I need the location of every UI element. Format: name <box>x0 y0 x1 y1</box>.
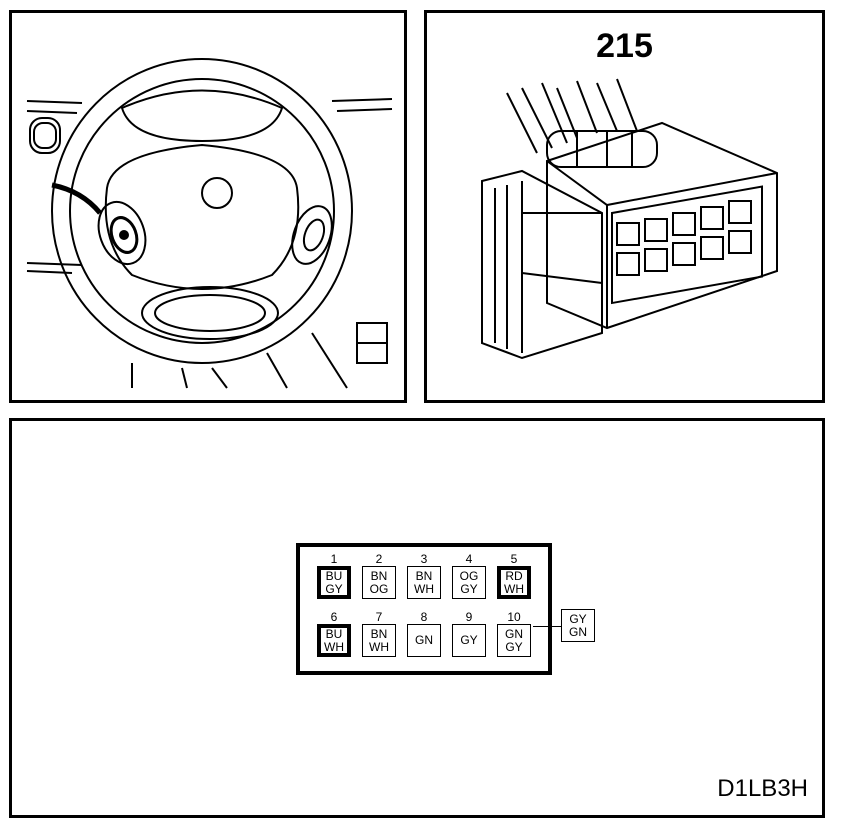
wire-color-1: BU <box>325 568 343 583</box>
wire-color-1: GN <box>415 633 433 647</box>
wire-color-2: WH <box>504 581 524 596</box>
wire-color-1: OG <box>459 568 479 583</box>
pin-number: 4 <box>465 552 473 566</box>
pin-9: 9 GY <box>449 611 489 657</box>
wire-color-1: BN <box>415 568 433 583</box>
steering-wheel-illustration <box>9 10 407 403</box>
wire-color-2: GN <box>569 624 587 639</box>
pin-number: 10 <box>507 610 521 624</box>
pin-number: 1 <box>330 552 338 566</box>
wire-color-2: WH <box>369 639 389 654</box>
diagram-code: D1LB3H <box>717 775 808 802</box>
wire-color-2: GY <box>325 581 343 596</box>
wire-color-2: OG <box>369 581 389 596</box>
wire-color-1: RD <box>505 568 523 583</box>
pin-8: 8 GN <box>404 611 444 657</box>
pin-number: 3 <box>420 552 428 566</box>
wire-color-2: GY <box>460 581 478 596</box>
wire-color-1: BN <box>370 626 388 641</box>
wire-color-2: WH <box>324 639 344 654</box>
pin-number: 2 <box>375 552 383 566</box>
wire-color-1: GY <box>460 633 478 647</box>
pin-number: 9 <box>465 610 473 624</box>
wire-color-1: BN <box>370 568 388 583</box>
pin-number: 8 <box>420 610 428 624</box>
wire-color-1: BU <box>325 626 343 641</box>
external-wire-label: GY GN <box>561 609 595 642</box>
pin-number: 7 <box>375 610 383 624</box>
wire-color-2: GY <box>505 639 523 654</box>
connector-illustration: 215 <box>424 10 825 403</box>
pin-number: 6 <box>330 610 338 624</box>
wire-connection-line <box>533 626 561 627</box>
wire-color-1: GY <box>569 611 587 626</box>
pin-number: 5 <box>510 552 518 566</box>
connector-number: 215 <box>596 27 653 65</box>
wire-color-1: GN <box>505 626 523 641</box>
wire-color-2: WH <box>414 581 434 596</box>
